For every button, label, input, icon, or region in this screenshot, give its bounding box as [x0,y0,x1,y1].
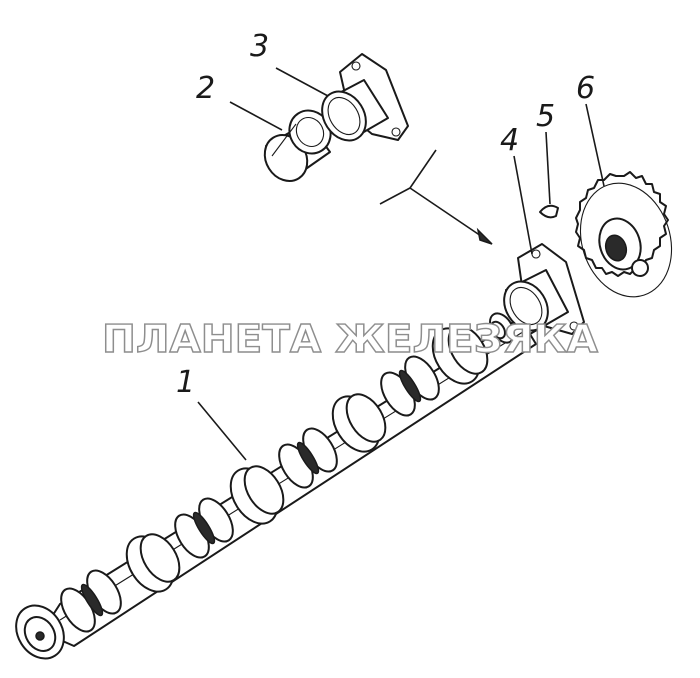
camshaft [15,312,537,660]
watermark-text: ПЛАНЕТА ЖЕЛЕЗЯКА [102,317,599,361]
callout-5: 5 [536,99,555,134]
leader-5 [545,131,551,205]
callout-2: 2 [196,71,215,106]
camshaft-gear [575,171,673,298]
flanged-bearing-housing [321,53,409,142]
callout-6: 6 [576,71,595,106]
leader-1 [197,401,247,461]
assembly-arrow [379,149,493,245]
callout-1: 1 [176,365,195,400]
flanged-bearing-housing-front [503,243,585,335]
callout-4: 4 [500,123,519,158]
leader-3 [275,67,329,97]
leader-6 [585,103,605,187]
callout-3: 3 [250,29,269,64]
woodruff-key [539,204,559,219]
bushing [263,109,332,182]
leader-4 [513,155,533,255]
leader-lines [197,67,605,461]
leader-2 [229,101,283,131]
